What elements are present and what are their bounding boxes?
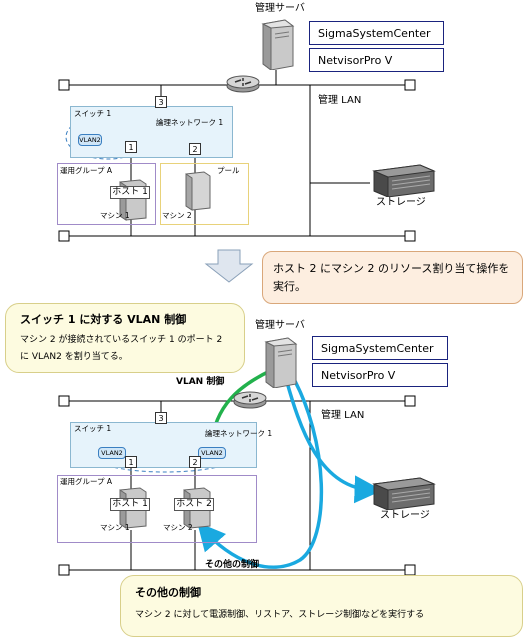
bottom-product-netvisor: NetvisorPro V <box>312 363 448 387</box>
top-server-icon <box>261 19 295 70</box>
top-port-2: 2 <box>189 143 201 155</box>
top-group-box <box>57 163 156 225</box>
vlan-control-note: スイッチ 1 に対する VLAN 制御 マシン 2 が接続されているスイッチ 1… <box>5 303 245 373</box>
bottom-product-sigma: SigmaSystemCenter <box>312 336 448 360</box>
bottom-vlan2-badge: VLAN2 <box>198 447 226 459</box>
other-control-arrow-storage <box>283 374 383 504</box>
other-control-note: その他の制御 マシン 2 に対して電源制御、リストア、ストレージ制御などを実行す… <box>120 575 523 637</box>
bottom-host1-label: ホスト 1 <box>110 498 150 511</box>
top-product-sigma: SigmaSystemCenter <box>309 21 444 45</box>
transition-down-arrow <box>204 249 254 283</box>
bottom-machine2-label: マシン 2 <box>163 523 193 532</box>
bottom-logical-network-label: 論理ネットワーク 1 <box>205 429 273 438</box>
bottom-storage-icon <box>372 477 436 510</box>
top-port-3: 3 <box>155 96 167 108</box>
top-port-1: 1 <box>125 141 137 153</box>
top-switch-box <box>70 106 233 158</box>
bottom-machine1-label: マシン 1 <box>100 523 130 532</box>
top-router-icon <box>226 75 260 93</box>
top-pool-box <box>160 163 249 225</box>
bottom-switch-box <box>70 422 257 468</box>
bottom-vlan1-badge: VLAN2 <box>98 447 126 459</box>
top-product-netvisor: NetvisorPro V <box>309 48 444 72</box>
bottom-server-icon <box>264 337 298 388</box>
bottom-port-2: 2 <box>189 456 201 468</box>
bottom-port-3: 3 <box>155 412 167 424</box>
transition-note-line1: ホスト 2 にマシン 2 のリソース割り当て操作を <box>273 262 510 275</box>
bottom-host2-label: ホスト 2 <box>174 498 214 511</box>
top-storage-label: ストレージ <box>376 197 426 208</box>
transition-note: ホスト 2 にマシン 2 のリソース割り当て操作を 実行。 <box>262 251 523 304</box>
other-note-title: その他の制御 <box>135 586 201 599</box>
bottom-group-box <box>57 475 257 543</box>
top-machine2-label: マシン 2 <box>162 211 192 220</box>
vlan-note-line2: に VLAN2 を割り当てる。 <box>20 352 128 362</box>
other-control-arrow-machine2 <box>197 371 324 569</box>
vlan-note-title: スイッチ 1 に対する VLAN 制御 <box>20 313 187 326</box>
bottom-storage-label: ストレージ <box>380 510 430 521</box>
transition-note-line2: 実行。 <box>273 280 306 293</box>
bottom-group-label: 運用グループ A <box>60 477 113 486</box>
top-lan-endpoints <box>58 79 416 242</box>
top-vlan-badge: VLAN2 <box>78 134 102 146</box>
bottom-mgmt-server-label: 管理サーバ <box>255 320 305 331</box>
bottom-mgmt-lan-label: 管理 LAN <box>321 410 365 421</box>
bottom-port-1: 1 <box>125 456 137 468</box>
top-switch-label: スイッチ 1 <box>74 109 112 118</box>
top-machine1-label: マシン 1 <box>100 211 130 220</box>
top-mgmt-server-label: 管理サーバ <box>255 3 305 14</box>
bottom-switch-label: スイッチ 1 <box>74 424 112 433</box>
top-pool-label: プール <box>217 166 240 175</box>
other-control-label: その他の制御 <box>205 560 260 570</box>
top-mgmt-lan-label: 管理 LAN <box>318 95 362 106</box>
top-group-label: 運用グループ A <box>60 166 113 175</box>
top-storage-icon <box>372 164 436 197</box>
top-host1-label: ホスト 1 <box>110 186 150 199</box>
vlan-note-line1: マシン 2 が接続されているスイッチ 1 のポート 2 <box>20 335 223 345</box>
bottom-router-icon <box>233 391 267 409</box>
vlan-control-label: VLAN 制御 <box>176 377 225 387</box>
top-logical-network-label: 論理ネットワーク 1 <box>156 118 224 127</box>
top-machine2-icon <box>185 171 211 211</box>
other-note-line1: マシン 2 に対して電源制御、リストア、ストレージ制御などを実行する <box>135 610 425 620</box>
